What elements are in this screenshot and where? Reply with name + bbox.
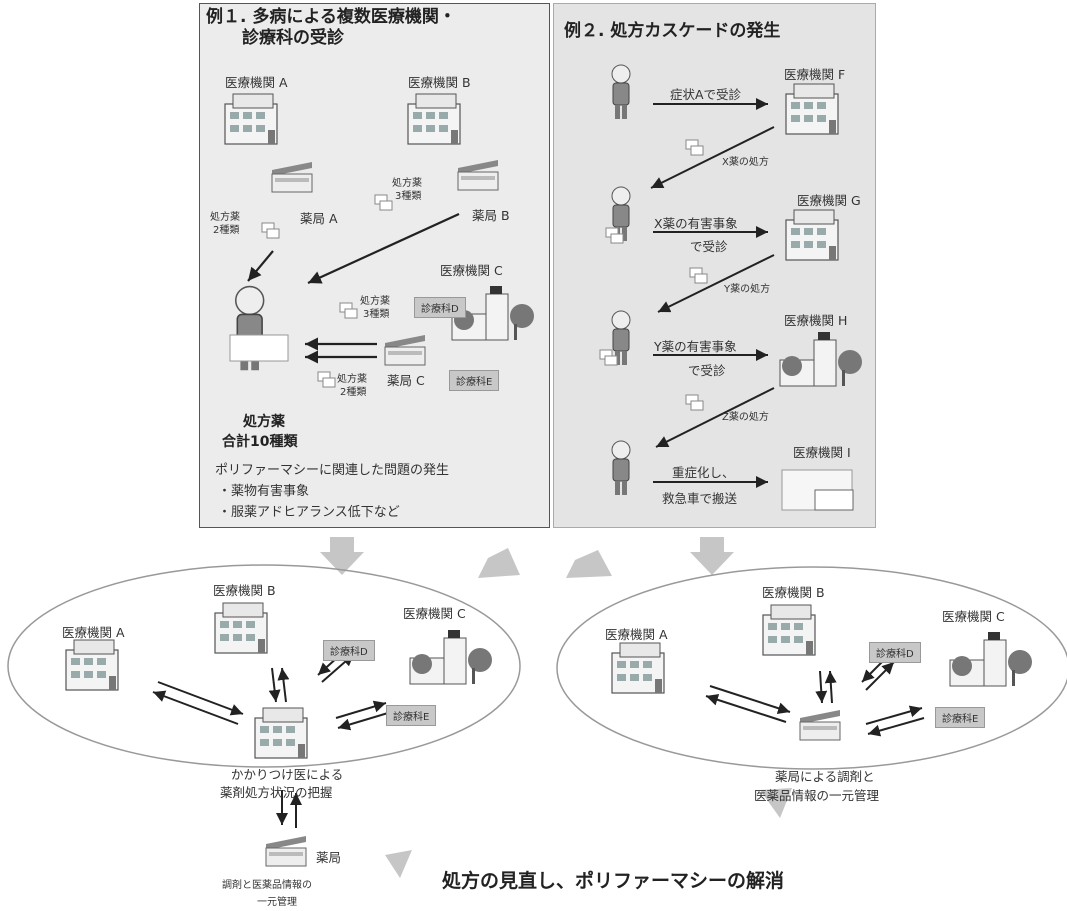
sol-left-pharmacy-caption-line1: 調剤と医薬品情報の — [222, 880, 312, 891]
ex1-pharmacy-b: 薬局 B — [472, 208, 510, 223]
ex1-problem-2: ・服薬アドヒアランス低下など — [218, 505, 400, 520]
sol-right-caption-line1: 薬局による調剤と — [775, 769, 875, 784]
ex2-severe-line1: 重症化し、 — [672, 465, 735, 480]
ex2-ae-y-line1: Y薬の有害事象 — [654, 339, 737, 354]
ex2-rx-z: Z薬の処方 — [722, 412, 769, 423]
example1-title-line2: 診療科の受診 — [242, 28, 344, 48]
sol-left-dept-e: 診療科E — [386, 705, 437, 726]
ex1-dept-d: 診療科D — [414, 297, 466, 318]
ex2-ae-y-line2: で受診 — [688, 363, 726, 378]
ex1-rx-b-line1: 処方薬 — [392, 178, 422, 189]
ex1-hospital-c: 医療機関 C — [440, 263, 503, 278]
ex2-rx-x: X薬の処方 — [722, 157, 769, 168]
ex1-rx-e-line1: 処方薬 — [337, 374, 367, 385]
ex2-rx-y: Y薬の処方 — [724, 284, 771, 295]
sol-left-hospital-c: 医療機関 C — [403, 606, 466, 621]
ex1-total-line1: 処方薬 — [243, 414, 285, 430]
ex1-rx-b-line2: 3種類 — [395, 191, 422, 202]
sol-right-hospital-a: 医療機関 A — [605, 627, 668, 642]
sol-left-hospital-b: 医療機関 B — [213, 583, 276, 598]
ex1-rx-d-line2: 3種類 — [363, 309, 390, 320]
sol-right-dept-e: 診療科E — [935, 707, 986, 728]
sol-left-pharmacy-caption-line2: 一元管理 — [257, 897, 297, 908]
sol-right-dept-d: 診療科D — [869, 642, 921, 663]
sol-left-caption-line1: かかりつけ医による — [231, 767, 344, 782]
ex1-rx-d-line1: 処方薬 — [360, 296, 390, 307]
ex2-hospital-i: 医療機関 I — [793, 445, 851, 460]
ex1-rx-a-line1: 処方薬 — [210, 212, 240, 223]
sol-left-caption-line2: 薬剤処方状況の把握 — [220, 785, 333, 800]
example1-title-line1: 例１. 多病による複数医療機関・ — [206, 7, 456, 27]
ex2-ae-x-line2: で受診 — [690, 239, 728, 254]
sol-right-caption-line2: 医薬品情報の一元管理 — [754, 788, 880, 803]
sol-right-hospital-c: 医療機関 C — [942, 609, 1005, 624]
example1-panel — [199, 3, 550, 528]
ex1-dept-e: 診療科E — [449, 370, 500, 391]
sol-left-dept-d: 診療科D — [323, 640, 375, 661]
ex2-visit-a: 症状Aで受診 — [670, 87, 742, 102]
ex1-rx-a-line2: 2種類 — [213, 225, 240, 236]
sol-left-hospital-a: 医療機関 A — [62, 625, 125, 640]
ex1-problem-title: ポリファーマシーに関連した問題の発生 — [215, 463, 450, 478]
ex2-hospital-h: 医療機関 H — [784, 313, 848, 328]
ex2-ae-x-line1: X薬の有害事象 — [654, 216, 738, 231]
ex1-total-line2: 合計10種類 — [222, 434, 298, 450]
ex2-hospital-f: 医療機関 F — [784, 67, 846, 82]
ex2-severe-line2: 救急車で搬送 — [662, 491, 738, 506]
ex1-problem-1: ・薬物有害事象 — [218, 484, 310, 499]
ex2-hospital-g: 医療機関 G — [797, 193, 861, 208]
example2-title: 例２. 処方カスケードの発生 — [564, 21, 781, 41]
sol-left-pharmacy: 薬局 — [316, 850, 342, 865]
ex1-hospital-a: 医療機関 A — [225, 75, 288, 90]
sol-right-hospital-b: 医療機関 B — [762, 585, 825, 600]
conclusion-text: 処方の見直し、ポリファーマシーの解消 — [442, 870, 785, 892]
ex1-pharmacy-c: 薬局 C — [387, 373, 425, 388]
ex1-hospital-b: 医療機関 B — [408, 75, 471, 90]
ex1-pharmacy-a: 薬局 A — [300, 211, 338, 226]
ex1-rx-e-line2: 2種類 — [340, 387, 367, 398]
